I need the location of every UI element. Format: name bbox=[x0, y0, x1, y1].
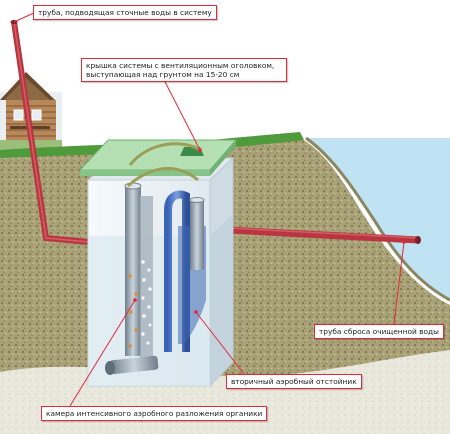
lid-label: крышка системы с вентиляционным оголовко… bbox=[81, 58, 287, 82]
tank-shape bbox=[86, 156, 235, 388]
lid-shape bbox=[78, 139, 238, 176]
water-body bbox=[306, 138, 450, 300]
inlet-pipe-label: труба, подводящая сточные воды в систему bbox=[33, 5, 217, 20]
outlet-pipe-shape bbox=[227, 226, 419, 244]
aerobic-chamber-column bbox=[128, 196, 153, 364]
aerobic-chamber-label: камера интенсивного аэробного разложения… bbox=[41, 406, 268, 421]
secondary-settler-label: вторичный аэробный отстойник bbox=[226, 374, 362, 389]
outlet-pipe-label: труба сброса очищенной воды bbox=[314, 324, 444, 339]
